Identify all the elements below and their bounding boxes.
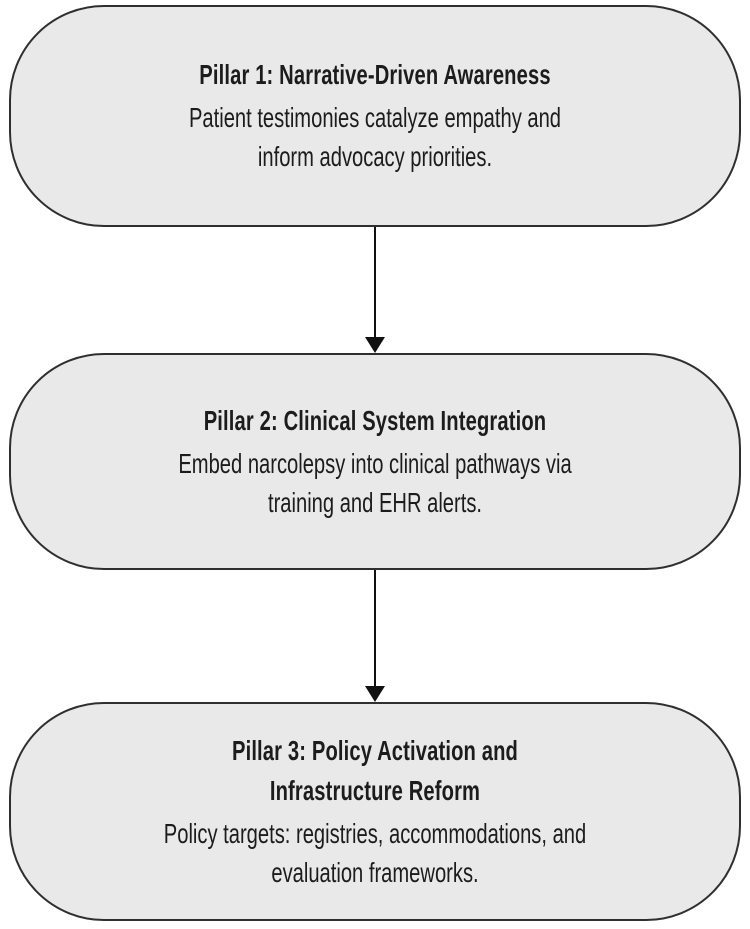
pillar-3-description: Policy targets: registries, accommodatio… bbox=[163, 817, 587, 888]
arrow-line bbox=[374, 570, 376, 686]
pillar-2-title: Pillar 2: Clinical System Integration bbox=[203, 404, 547, 436]
down-arrow-2 bbox=[365, 570, 385, 702]
pillar-box-3: Pillar 3: Policy Activation and Infrastr… bbox=[9, 702, 741, 921]
pillar-3-content: Pillar 3: Policy Activation and Infrastr… bbox=[113, 731, 637, 892]
pillar-1-content: Pillar 1: Narrative-Driven Awareness Pat… bbox=[113, 55, 637, 176]
pillar-box-1: Pillar 1: Narrative-Driven Awareness Pat… bbox=[9, 5, 741, 227]
down-arrow-1 bbox=[365, 227, 385, 353]
pillar-3-title: Pillar 3: Policy Activation and Infrastr… bbox=[231, 735, 519, 806]
pillar-1-description: Patient testimonies catalyze empathy and… bbox=[188, 102, 562, 173]
arrow-line bbox=[374, 227, 376, 337]
pillar-2-description: Embed narcolepsy into clinical pathways … bbox=[178, 447, 572, 518]
arrow-head-icon bbox=[365, 337, 385, 353]
pillar-box-2: Pillar 2: Clinical System Integration Em… bbox=[9, 353, 741, 570]
pillar-2-content: Pillar 2: Clinical System Integration Em… bbox=[113, 401, 637, 522]
arrow-head-icon bbox=[365, 686, 385, 702]
pillar-1-title: Pillar 1: Narrative-Driven Awareness bbox=[199, 59, 551, 91]
